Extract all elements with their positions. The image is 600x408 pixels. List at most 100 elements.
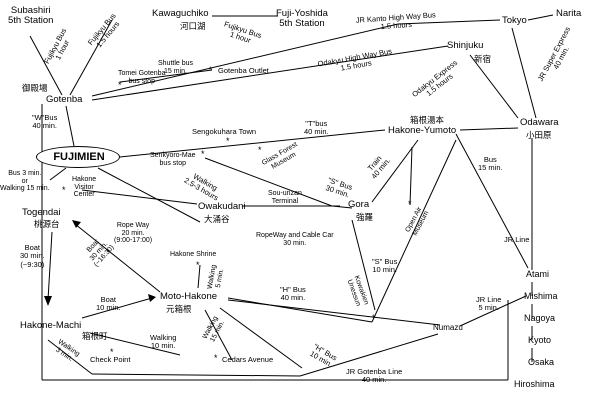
- landmark-marker: *: [372, 313, 376, 323]
- place-moto-hakone-jp: 元箱根: [166, 304, 192, 314]
- route-line: [204, 309, 233, 361]
- landmark-marker: *: [201, 149, 205, 159]
- route-h-bus-40: "H" Bus 40 min.: [280, 285, 306, 303]
- landmark-marker: *: [258, 145, 262, 155]
- route-line: [459, 295, 527, 327]
- landmark-marker: *: [118, 80, 122, 90]
- route-line: [351, 219, 376, 311]
- route-line: [527, 14, 554, 21]
- place-osaka[interactable]: Osaka: [528, 357, 555, 367]
- place-narita[interactable]: Narita: [556, 8, 582, 19]
- route-line: [89, 332, 181, 356]
- place-sengokuhara[interactable]: Sengokuhara Town: [192, 127, 257, 136]
- place-gora-jp: 強羅: [356, 212, 374, 222]
- route-line: [371, 139, 457, 323]
- route-w-bus: "W"Bus 40 min.: [32, 113, 58, 131]
- landmark-marker: *: [62, 185, 66, 195]
- place-mishima[interactable]: Mishima: [524, 291, 558, 301]
- route-line: [81, 297, 153, 319]
- route-line: [197, 264, 201, 289]
- route-line: [65, 105, 75, 147]
- route-bus-3min: Bus 3 min. or Walking 15 min.: [0, 170, 50, 193]
- route-line: [47, 339, 93, 375]
- place-tokyo[interactable]: Tokyo: [502, 15, 527, 26]
- route-ropeway-cable: RopeWay and Cable Car 30 min.: [256, 232, 334, 247]
- route-walking-10: Walking 10 min.: [150, 333, 177, 351]
- route-line: [227, 299, 441, 326]
- place-tomei-gotenba[interactable]: Tomei Gotenba bus stop: [118, 70, 166, 85]
- fujimien-hub[interactable]: FUJIMIEN: [36, 146, 120, 168]
- route-line: [459, 127, 519, 131]
- place-fuji-yoshida[interactable]: Fuji-Yoshida 5th Station: [276, 8, 328, 29]
- route-line: [81, 189, 198, 205]
- place-kyoto[interactable]: Kyoto: [528, 335, 552, 345]
- place-moto-hakone[interactable]: Moto-Hakone: [160, 291, 218, 302]
- place-cedars-avenue[interactable]: Cedars Avenue: [222, 355, 274, 364]
- place-kawaguchiko-jp: 河口湖: [180, 21, 206, 31]
- route-line: [119, 69, 213, 83]
- place-hakone-yumoto-jp: 箱根湯本: [410, 115, 445, 125]
- place-nagoya[interactable]: Nagoya: [524, 313, 556, 323]
- route-bus-15: Bus 15 min.: [478, 155, 503, 173]
- route-line: [455, 133, 529, 269]
- place-kawaguchiko[interactable]: Kawaguchiko: [152, 8, 209, 19]
- route-line: [91, 373, 301, 377]
- route-jr-gotenba: JR Gotenba Line 40 min.: [346, 367, 403, 385]
- landmark-marker: *: [226, 136, 230, 146]
- landmark-marker: *: [408, 199, 412, 209]
- route-jr-line: JR Line: [504, 235, 530, 244]
- place-hiroshima[interactable]: Hiroshima: [514, 379, 555, 389]
- route-rope-way: Rope Way 20 min. (9:00-17:00): [114, 222, 153, 245]
- place-senkyoro-mae[interactable]: Senkyoro-Mae bus stop: [150, 152, 196, 167]
- place-check-point[interactable]: Check Point: [90, 355, 131, 364]
- route-jr-line-5: JR Line 5 min.: [476, 295, 502, 313]
- route-line: [74, 223, 161, 293]
- place-fujimien: FUJIMIEN: [53, 151, 105, 163]
- route-line: [47, 231, 53, 301]
- route-line: [91, 45, 449, 101]
- route-line: [397, 19, 501, 25]
- landmark-marker: *: [214, 353, 218, 363]
- place-gotenba-jp: 御殿場: [22, 83, 48, 93]
- route-line: [119, 129, 386, 158]
- place-shinjuku[interactable]: Shinjuku: [447, 40, 484, 51]
- route-t-bus: "T"bus 40 min.: [304, 119, 329, 137]
- place-gotenba[interactable]: Gotenba: [46, 94, 83, 105]
- route-s-bus-10: "S" Bus 10 min.: [372, 257, 398, 275]
- landmark-marker: *: [209, 65, 213, 75]
- place-gora[interactable]: Gora: [348, 199, 370, 210]
- route-line: [219, 307, 303, 369]
- route-line: [371, 139, 419, 203]
- place-owakudani-jp: 大涌谷: [204, 214, 230, 224]
- place-owakudani[interactable]: Owakudani: [198, 201, 246, 212]
- place-togendai[interactable]: Togendai: [22, 207, 61, 218]
- route-line: [469, 54, 519, 119]
- place-souzan[interactable]: Sou-unzan Terminal: [268, 190, 302, 205]
- route-line: [97, 167, 201, 223]
- route-line: [409, 146, 413, 206]
- place-hakone-machi[interactable]: Hakone-Machi: [20, 320, 82, 331]
- route-boat-930: Boat 30 min. (~9:30): [20, 243, 45, 269]
- place-togendai-jp: 桃源台: [34, 219, 60, 229]
- place-hakone-visitor[interactable]: Hakone Visitor Center: [72, 176, 97, 199]
- route-line: [227, 297, 373, 323]
- place-atami[interactable]: Atami: [526, 269, 550, 279]
- landmark-marker: *: [196, 260, 200, 270]
- place-hakone-yumoto[interactable]: Hakone-Yumoto: [388, 125, 457, 136]
- route-line: [69, 19, 113, 96]
- place-subashiri[interactable]: Subashiri 5th Station: [8, 5, 54, 26]
- route-line: [49, 167, 67, 181]
- route-line: [91, 23, 399, 97]
- place-odawara-jp: 小田原: [526, 130, 552, 140]
- place-odawara[interactable]: Odawara: [520, 117, 559, 128]
- place-hakone-shrine[interactable]: Hakone Shrine: [170, 251, 217, 258]
- place-shinjuku-jp: 新宿: [474, 54, 492, 64]
- place-gotenba-outlet[interactable]: Gotenba Outlet: [218, 66, 269, 75]
- route-line: [299, 333, 439, 377]
- route-line: [204, 157, 333, 207]
- place-numazu[interactable]: Numazu: [433, 323, 463, 332]
- landmark-marker: *: [110, 347, 114, 357]
- place-hakone-machi-jp: 箱根町: [82, 331, 108, 341]
- route-line: [511, 27, 537, 119]
